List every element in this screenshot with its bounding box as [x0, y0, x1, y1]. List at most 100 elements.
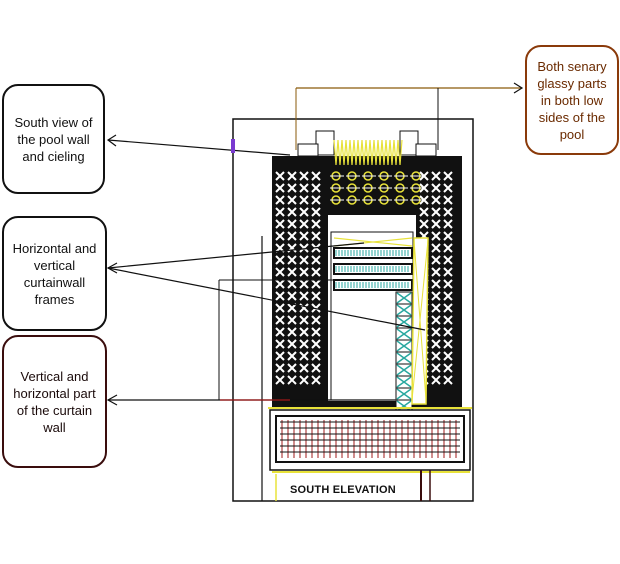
lattice-cell	[275, 183, 285, 193]
callout-curtain-wall-parts: Vertical and horizontal part of the curt…	[2, 335, 107, 468]
leader-glassy-parts	[295, 82, 524, 150]
lattice-cell	[275, 207, 285, 217]
lattice-cell	[311, 363, 321, 373]
leader-south-view	[106, 134, 291, 156]
lattice-cell	[443, 315, 453, 325]
lattice-cell	[311, 183, 321, 193]
lattice-cell	[287, 183, 297, 193]
lattice-cell	[431, 267, 441, 277]
lattice-cell	[443, 267, 453, 277]
lattice-cell	[299, 315, 309, 325]
lattice-cell	[275, 291, 285, 301]
lattice-cell	[443, 243, 453, 253]
lattice-cell	[287, 207, 297, 217]
lattice-cell	[299, 363, 309, 373]
drawing-frame	[232, 118, 474, 502]
lattice-cell	[443, 195, 453, 205]
lattice-cell	[299, 243, 309, 253]
lattice-cell	[287, 279, 297, 289]
lattice-cell	[431, 315, 441, 325]
lattice-cell	[287, 363, 297, 373]
drawing-label: SOUTH ELEVATION	[290, 484, 396, 496]
lattice-cell	[275, 255, 285, 265]
lattice-cell	[311, 375, 321, 385]
lattice-cell	[431, 255, 441, 265]
lattice-cell	[443, 303, 453, 313]
lattice-cell	[287, 303, 297, 313]
lattice-cell	[431, 351, 441, 361]
lattice-cell	[299, 267, 309, 277]
lattice-cell	[275, 375, 285, 385]
lattice-cell	[299, 231, 309, 241]
lattice-cell	[431, 195, 441, 205]
leader-curtainwall-frames	[106, 242, 426, 331]
lattice-cell	[299, 291, 309, 301]
lattice-cell	[443, 219, 453, 229]
lattice-cell	[431, 171, 441, 181]
lattice-cell	[431, 243, 441, 253]
lattice-cell	[299, 171, 309, 181]
lattice-cell	[431, 363, 441, 373]
lattice-cell	[311, 231, 321, 241]
lattice-cell	[275, 231, 285, 241]
lattice-cell	[311, 219, 321, 229]
lattice-cell	[275, 279, 285, 289]
lattice-cell	[443, 207, 453, 217]
lattice-cell	[443, 375, 453, 385]
lattice-cell	[287, 291, 297, 301]
glass-bands	[333, 237, 413, 291]
lattice-cell	[311, 339, 321, 349]
lattice-cell	[287, 327, 297, 337]
lattice-cell	[431, 231, 441, 241]
lattice-cell	[287, 219, 297, 229]
callout-glassy-parts: Both senary glassy parts in both low sid…	[525, 45, 619, 155]
lattice-cell	[311, 327, 321, 337]
callout-curtainwall-frames: Horizontal and vertical curtainwall fram…	[2, 216, 107, 331]
lattice-cell	[431, 339, 441, 349]
lattice-cell	[443, 351, 453, 361]
lattice-cell	[443, 279, 453, 289]
lattice-cell	[299, 219, 309, 229]
lattice-cell	[443, 231, 453, 241]
lattice-cell	[287, 171, 297, 181]
teal-column	[395, 291, 413, 413]
lattice-cell	[299, 339, 309, 349]
lattice-cell	[311, 195, 321, 205]
lattice-cell	[299, 207, 309, 217]
lattice-cell	[443, 171, 453, 181]
lattice-cell	[275, 195, 285, 205]
lattice-cell	[287, 195, 297, 205]
lattice-cell	[443, 183, 453, 193]
lattice-cell	[431, 375, 441, 385]
lattice-cell	[311, 255, 321, 265]
lattice-cell	[311, 303, 321, 313]
lattice-cell	[443, 339, 453, 349]
lattice-cell	[275, 171, 285, 181]
lattice-cell	[431, 327, 441, 337]
lattice-cell	[275, 219, 285, 229]
pool-grid	[280, 420, 460, 458]
lattice-cell	[443, 291, 453, 301]
lattice-cell	[299, 279, 309, 289]
lattice-cell	[299, 183, 309, 193]
lattice-cell	[311, 207, 321, 217]
lattice-cell	[287, 255, 297, 265]
lattice-cell	[431, 183, 441, 193]
lattice-cell	[275, 339, 285, 349]
lattice-cell	[299, 375, 309, 385]
lattice-cell	[419, 207, 429, 217]
lattice-cell	[287, 375, 297, 385]
lattice-cell	[275, 267, 285, 277]
lattice-cell	[311, 291, 321, 301]
lattice-cell	[287, 315, 297, 325]
lattice-cell	[443, 363, 453, 373]
lattice-cell	[299, 255, 309, 265]
lattice-cell	[311, 279, 321, 289]
lattice-cell	[431, 219, 441, 229]
lattice-cell	[431, 207, 441, 217]
lattice-cell	[275, 327, 285, 337]
leader-curtain-wall-parts	[106, 279, 395, 406]
lattice-cell	[311, 351, 321, 361]
lattice-cell	[311, 315, 321, 325]
